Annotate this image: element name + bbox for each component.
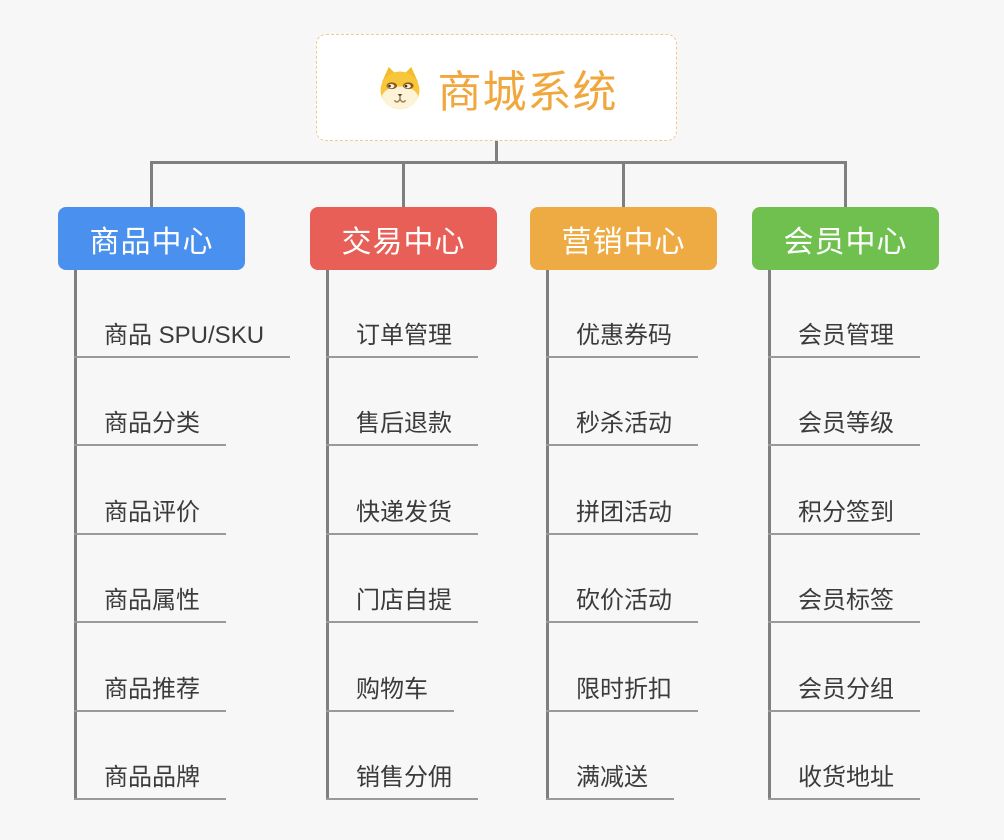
child-node-label: 会员管理	[798, 322, 894, 349]
child-node-label: 商品推荐	[104, 676, 200, 703]
child-node[interactable]: 订单管理	[326, 310, 478, 358]
child-node-label: 会员等级	[798, 410, 894, 437]
child-node-label: 优惠券码	[576, 322, 672, 349]
branch-node-label: 商品中心	[89, 225, 214, 259]
root-node[interactable]: 商城系统	[316, 34, 677, 141]
child-node[interactable]: 会员等级	[768, 398, 920, 446]
child-node[interactable]: 商品品牌	[74, 752, 226, 800]
connector-trunk	[74, 270, 77, 800]
child-node-label: 会员分组	[798, 676, 894, 703]
child-node[interactable]: 售后退款	[326, 398, 478, 446]
child-node-label: 商品品牌	[104, 764, 200, 791]
child-node-label: 积分签到	[798, 499, 894, 526]
child-node[interactable]: 商品 SPU/SKU	[74, 310, 291, 358]
connector-bus	[150, 161, 847, 164]
child-node[interactable]: 销售分佣	[326, 752, 478, 800]
connector-trunk	[326, 270, 329, 800]
branch-node-1[interactable]: 商品中心	[58, 207, 245, 270]
child-node[interactable]: 砍价活动	[546, 575, 698, 623]
child-node-label: 秒杀活动	[576, 410, 672, 437]
child-node-label: 商品属性	[104, 587, 200, 614]
child-node-label: 订单管理	[356, 322, 452, 349]
branch-node-label: 交易中心	[341, 225, 466, 259]
connector-drop	[622, 161, 625, 207]
child-node[interactable]: 限时折扣	[546, 664, 698, 712]
child-node[interactable]: 会员管理	[768, 310, 920, 358]
child-node[interactable]: 满减送	[546, 752, 674, 800]
child-node-label: 售后退款	[356, 410, 452, 437]
child-node-label: 收货地址	[798, 764, 894, 791]
connector-root-stem	[495, 141, 498, 164]
child-node-label: 砍价活动	[576, 587, 672, 614]
child-node[interactable]: 优惠券码	[546, 310, 698, 358]
child-node-label: 购物车	[356, 676, 428, 703]
child-node-label: 商品分类	[104, 410, 200, 437]
child-node[interactable]: 商品分类	[74, 398, 226, 446]
child-node-label: 拼团活动	[576, 499, 672, 526]
child-node[interactable]: 商品推荐	[74, 664, 226, 712]
child-node-label: 会员标签	[798, 587, 894, 614]
child-node[interactable]: 收货地址	[768, 752, 920, 800]
child-node[interactable]: 快递发货	[326, 487, 478, 535]
connector-trunk	[546, 270, 549, 800]
child-node-label: 限时折扣	[576, 676, 672, 703]
branch-node-label: 营销中心	[561, 225, 686, 259]
child-node[interactable]: 购物车	[326, 664, 454, 712]
child-node[interactable]: 会员分组	[768, 664, 920, 712]
connector-trunk	[768, 270, 771, 800]
branch-node-3[interactable]: 营销中心	[530, 207, 717, 270]
child-node-label: 快递发货	[356, 499, 452, 526]
child-node-label: 满减送	[576, 764, 648, 791]
shiba-dog-icon	[380, 66, 419, 109]
child-node[interactable]: 会员标签	[768, 575, 920, 623]
branch-node-label: 会员中心	[783, 225, 908, 259]
connector-drop	[150, 161, 153, 207]
child-node[interactable]: 商品属性	[74, 575, 226, 623]
root-node-label: 商城系统	[437, 67, 618, 117]
connector-drop	[844, 161, 847, 207]
connector-drop	[402, 161, 405, 207]
child-node-label: 销售分佣	[356, 764, 452, 791]
child-node[interactable]: 拼团活动	[546, 487, 698, 535]
child-node[interactable]: 门店自提	[326, 575, 478, 623]
child-node[interactable]: 商品评价	[74, 487, 226, 535]
branch-node-2[interactable]: 交易中心	[310, 207, 497, 270]
child-node-label: 门店自提	[356, 587, 452, 614]
child-node-label: 商品 SPU/SKU	[104, 322, 265, 349]
child-node[interactable]: 秒杀活动	[546, 398, 698, 446]
branch-node-4[interactable]: 会员中心	[752, 207, 939, 270]
child-node[interactable]: 积分签到	[768, 487, 920, 535]
child-node-label: 商品评价	[104, 499, 200, 526]
